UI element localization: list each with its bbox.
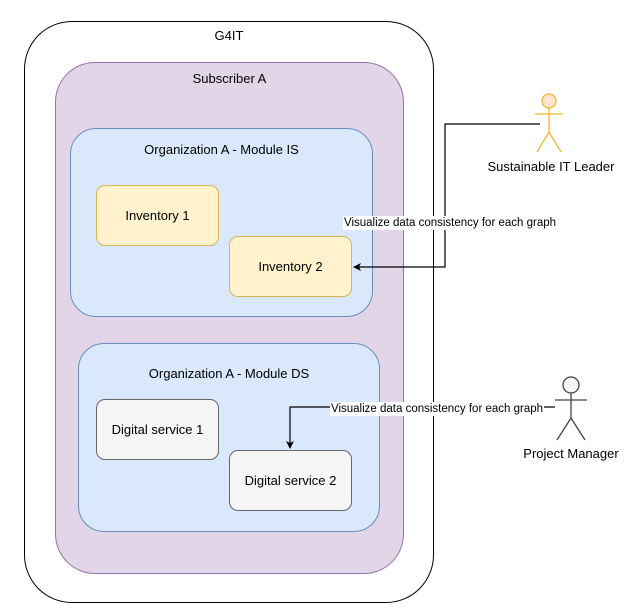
digital-service-1-node[interactable]: Digital service 1 bbox=[96, 399, 219, 460]
digital-service-1-label: Digital service 1 bbox=[111, 422, 204, 437]
inventory-2-node[interactable]: Inventory 2 bbox=[229, 236, 352, 297]
inventory-2-label: Inventory 2 bbox=[258, 259, 323, 274]
digital-service-2-label: Digital service 2 bbox=[244, 473, 337, 488]
project-manager-actor[interactable] bbox=[555, 376, 587, 441]
leader-edge-label: Visualize data consistency for each grap… bbox=[343, 216, 558, 230]
module-is-title: Organization A - Module IS bbox=[144, 142, 299, 157]
sustainable-it-leader-label: Sustainable IT Leader bbox=[487, 159, 615, 174]
module-ds-title: Organization A - Module DS bbox=[148, 366, 310, 381]
sustainable-it-leader-actor[interactable] bbox=[535, 93, 563, 153]
leader-to-inventory-edge bbox=[353, 123, 540, 271]
inventory-1-node[interactable]: Inventory 1 bbox=[96, 185, 219, 246]
manager-edge-label: Visualize data consistency for each grap… bbox=[330, 402, 545, 416]
digital-service-2-node[interactable]: Digital service 2 bbox=[229, 450, 352, 511]
subscriber-title: Subscriber A bbox=[192, 71, 267, 86]
inventory-1-label: Inventory 1 bbox=[125, 208, 190, 223]
g4it-title: G4IT bbox=[214, 28, 244, 43]
leader-head-icon bbox=[541, 93, 557, 109]
project-manager-label: Project Manager bbox=[523, 446, 619, 461]
manager-head-icon bbox=[562, 376, 580, 394]
